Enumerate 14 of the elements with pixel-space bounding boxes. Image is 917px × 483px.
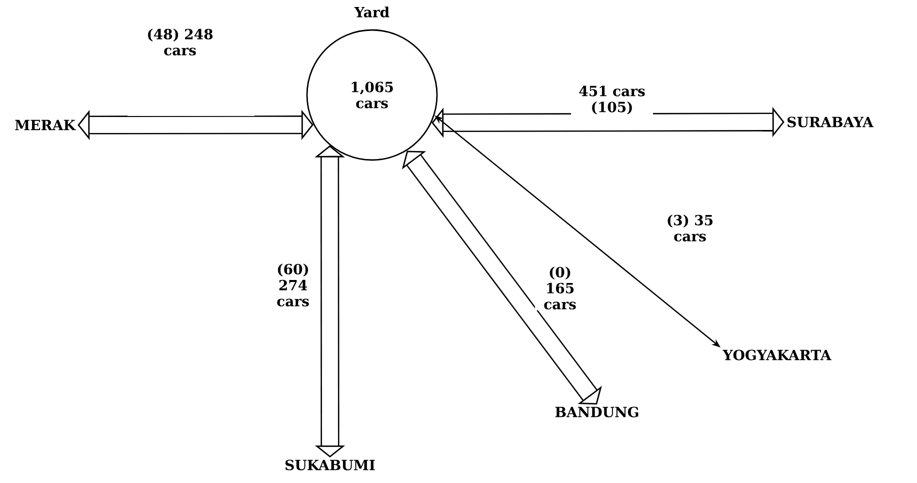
place-label: SUKABUMI [286,460,375,470]
node-heading: Yard [354,6,390,18]
edge-label: (60) 274 cars [272,262,314,308]
edge-label: (0) 165 cars [535,266,585,310]
double-arrow [402,150,602,404]
edge-label: 451 cars (105) [571,84,653,116]
place-label: YOGYAKARTA [722,350,832,360]
edge-label: (3) 35 cars [661,214,719,242]
place-label: MERAK [15,120,76,130]
edge-label: (48) 248 cars [139,28,221,56]
double-arrow [78,110,314,140]
place-label: BANDUNG [555,406,638,418]
place-label: SURABAYA [788,116,874,128]
double-arrow [432,106,784,138]
